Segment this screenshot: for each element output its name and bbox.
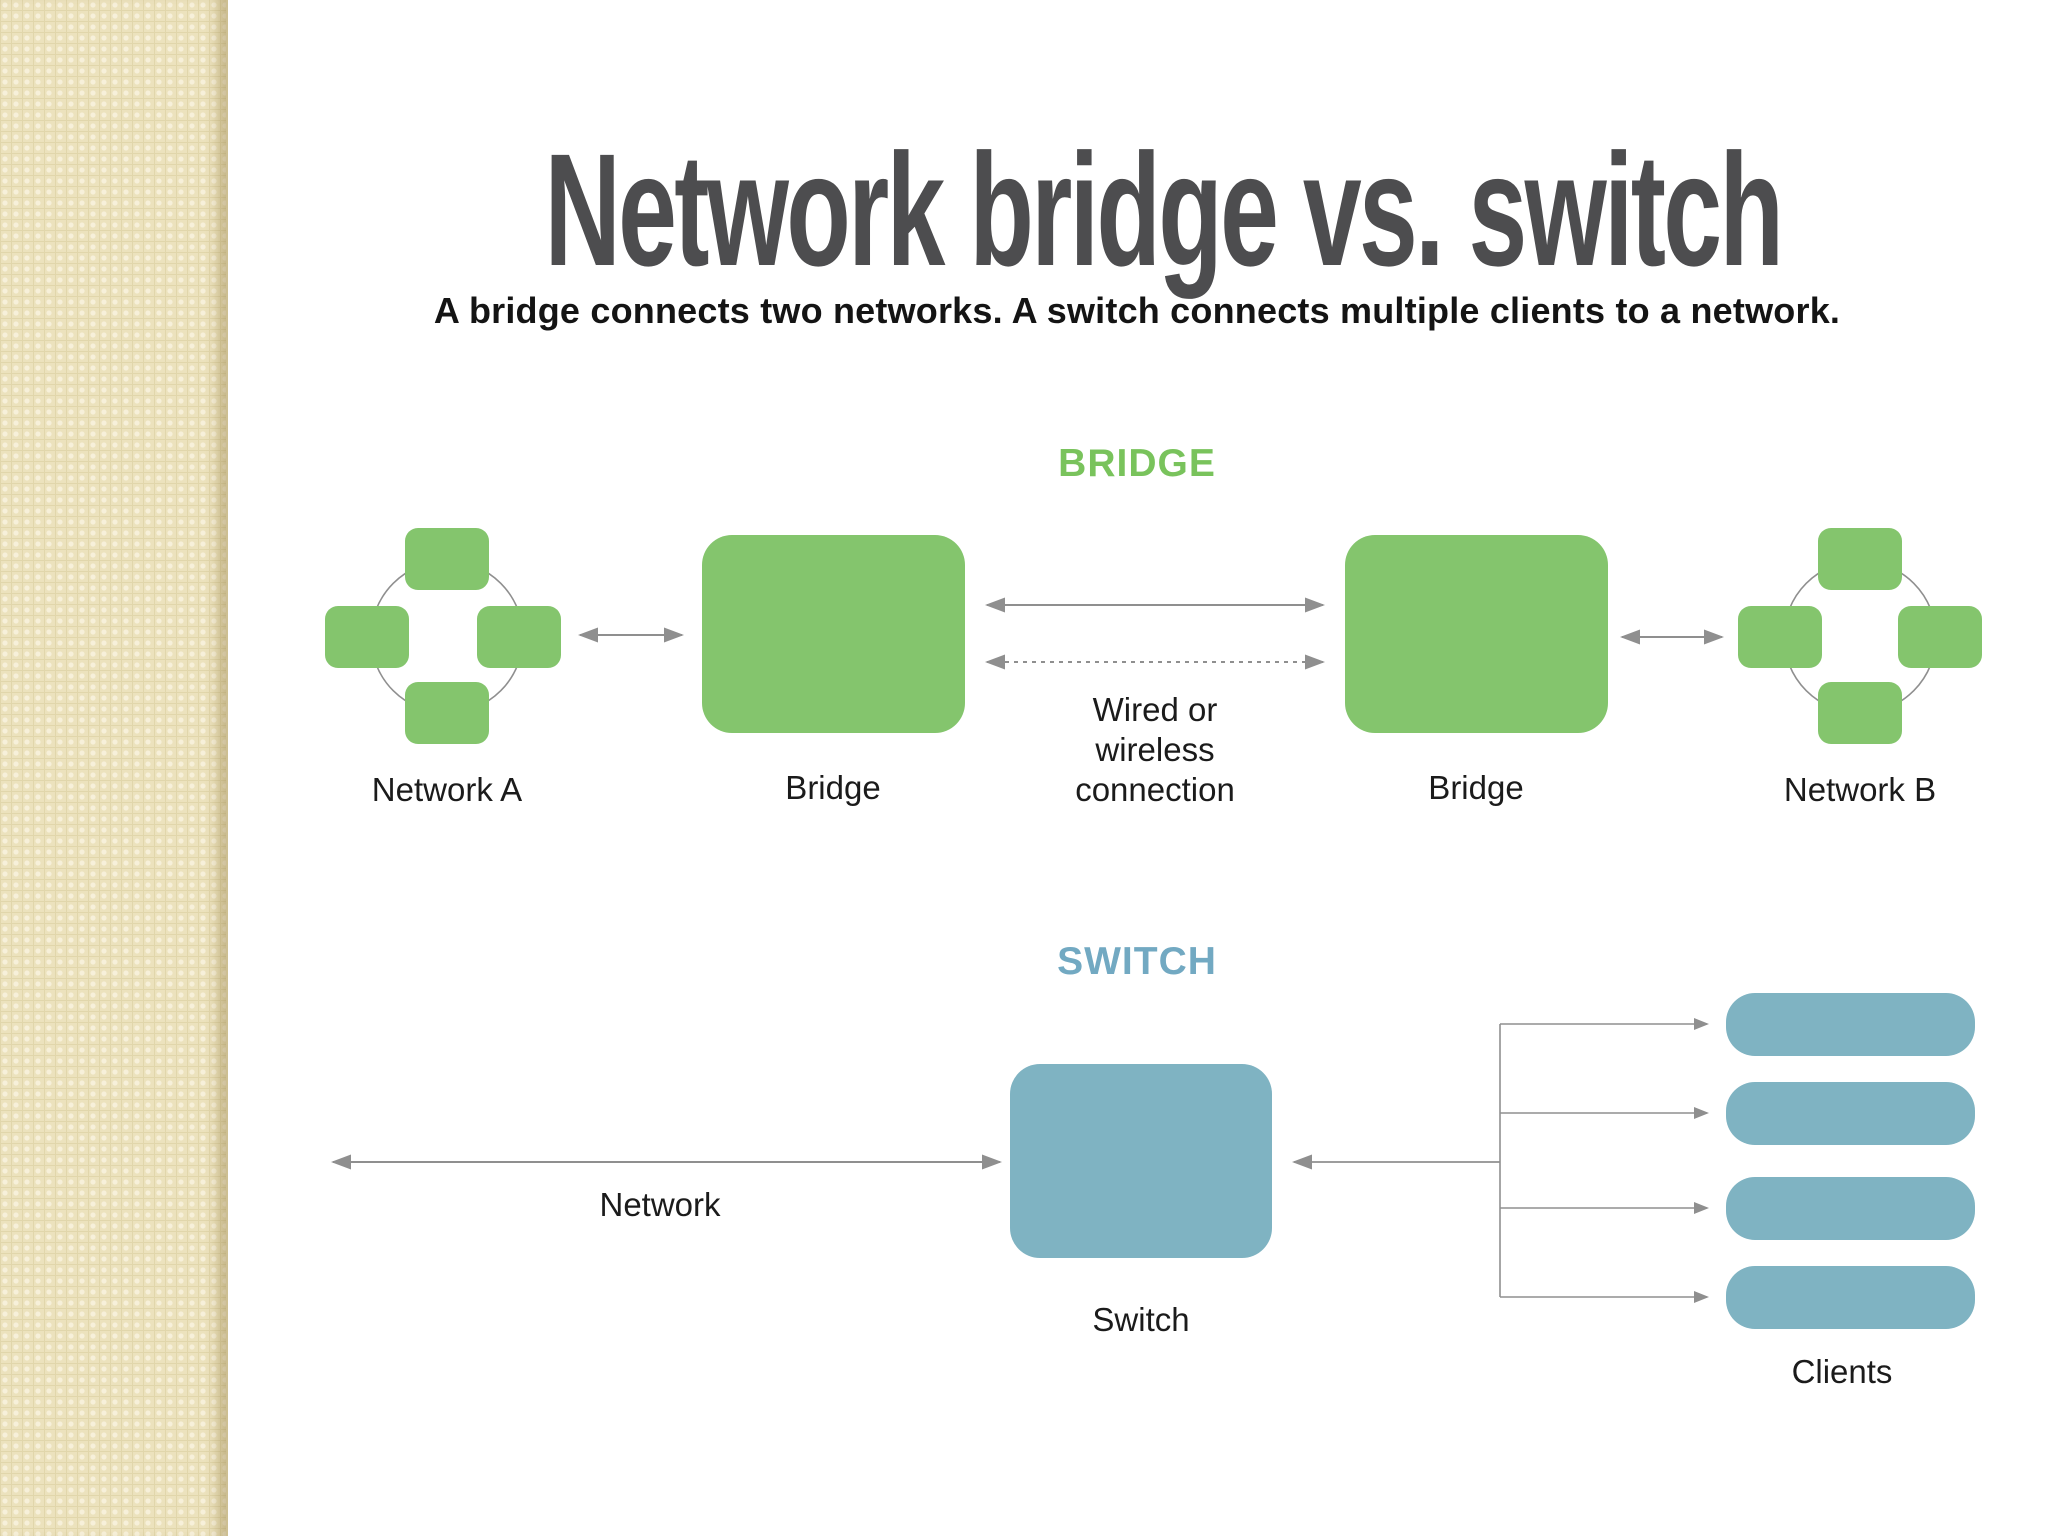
page-title: Network bridge vs. switch bbox=[226, 130, 2048, 290]
client-box-2 bbox=[1726, 1082, 1975, 1145]
clients-label: Clients bbox=[1791, 1353, 1893, 1390]
bridge-left-label: Bridge bbox=[785, 769, 881, 806]
network-label: Network bbox=[599, 1186, 721, 1223]
bridge-left-box bbox=[702, 535, 965, 733]
network-a-node-right bbox=[477, 606, 561, 668]
content-area: Network bridge vs. switch A bridge conne… bbox=[226, 0, 2048, 1536]
network-b-node-top bbox=[1818, 528, 1902, 590]
network-a-node-top bbox=[405, 528, 489, 590]
connection-type-label: Wired or wireless connection bbox=[1075, 691, 1235, 808]
network-b-label: Network B bbox=[1783, 771, 1937, 808]
client-box-3 bbox=[1726, 1177, 1975, 1240]
client-box-4 bbox=[1726, 1266, 1975, 1329]
switch-label: Switch bbox=[1092, 1301, 1190, 1338]
switch-section-heading: SWITCH bbox=[1057, 940, 1217, 983]
network-a-node-left bbox=[325, 606, 409, 668]
network-b-node-right bbox=[1898, 606, 1982, 668]
switch-box bbox=[1010, 1064, 1272, 1258]
network-a-label: Network A bbox=[371, 771, 523, 808]
textured-sidebar bbox=[0, 0, 228, 1536]
page-title-text: Network bridge vs. switch bbox=[544, 120, 1784, 299]
bridge-right-box bbox=[1345, 535, 1608, 733]
client-box-1 bbox=[1726, 993, 1975, 1056]
network-b-node-bottom bbox=[1818, 682, 1902, 744]
bridge-section-heading: BRIDGE bbox=[1058, 442, 1216, 485]
network-a-node-bottom bbox=[405, 682, 489, 744]
network-b-node-left bbox=[1738, 606, 1822, 668]
page-subtitle: A bridge connects two networks. A switch… bbox=[433, 290, 1841, 331]
bridge-right-label: Bridge bbox=[1428, 769, 1524, 806]
